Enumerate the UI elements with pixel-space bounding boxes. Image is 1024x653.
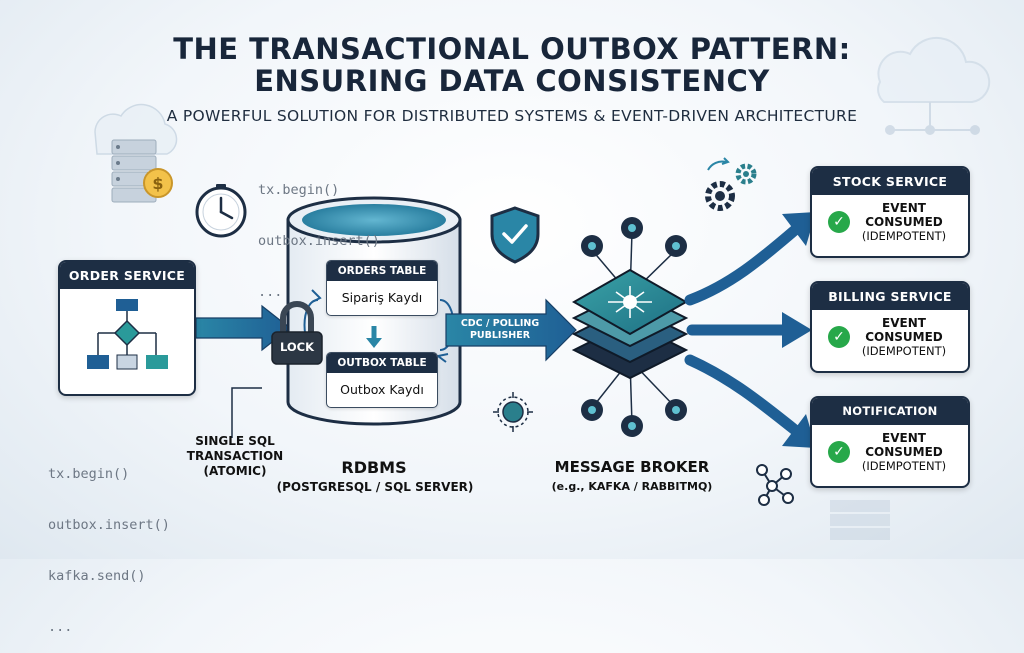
broker-label: MESSAGE BROKER: [554, 458, 710, 476]
orders-table-row: Sipariş Kaydı: [341, 290, 423, 305]
rdbms-label: RDBMS: [341, 458, 407, 477]
code-snippet-top: tx.begin() outbox.insert() ...: [258, 148, 380, 318]
notification-service-card: NOTIFICATION SERVICE ✓ EVENT CONSUMED (I…: [810, 396, 970, 488]
subtitle: A POWERFUL SOLUTION FOR DISTRIBUTED SYST…: [166, 107, 858, 125]
orders-table-title: ORDERS TABLE: [327, 261, 437, 281]
check-icon: ✓: [828, 326, 850, 348]
transaction-note-line: (ATOMIC): [203, 464, 267, 478]
stock-service-card: STOCK SERVICE ✓ EVENT CONSUMED (IDEMPOTE…: [810, 166, 970, 258]
event-status-line: EVENT: [882, 316, 926, 330]
billing-service-card: BILLING SERVICE ✓ EVENT CONSUMED (IDEMPO…: [810, 281, 970, 373]
shield-check-icon: [490, 206, 540, 264]
check-icon: ✓: [828, 441, 850, 463]
lock-label: LOCK: [279, 340, 315, 354]
flowchart-icon: [87, 299, 168, 370]
code-line: ...: [258, 284, 283, 300]
svg-text:$: $: [152, 174, 163, 193]
graph-icon: [756, 464, 794, 506]
cloud-server-icon: [877, 36, 991, 135]
service-title: STOCK SERVICE: [812, 168, 968, 195]
arrow-head-billing: [782, 312, 812, 348]
arrow-head-stock: [782, 212, 816, 246]
transaction-note-line: TRANSACTION: [186, 449, 284, 463]
decorative-stack: [830, 500, 890, 540]
broker-node-icons: [581, 217, 687, 437]
gears-icon: [705, 157, 757, 211]
event-status-line: CONSUMED: [865, 330, 943, 344]
code-snippet-bottom: tx.begin() outbox.insert() kafka.send() …: [48, 432, 170, 653]
message-broker-stack: [571, 268, 689, 380]
outbox-table: OUTBOX TABLE Outbox Kaydı: [326, 352, 438, 408]
outbox-table-title: OUTBOX TABLE: [327, 353, 437, 373]
title-line-2: ENSURING DATA CONSISTENCY: [254, 64, 770, 98]
network-node-icon: [493, 392, 533, 432]
broker-sublabel: (e.g., KAFKA / RABBITMQ): [551, 480, 713, 493]
arrow-db-to-broker: [445, 298, 577, 362]
server-coin-icon: $: [94, 103, 178, 203]
broker-to-services-arrows: [684, 224, 801, 436]
transaction-note-line: SINGLE SQL: [195, 434, 275, 448]
publisher-label: CDC / POLLING PUBLISHER: [452, 318, 548, 342]
order-service-title: ORDER SERVICE: [60, 262, 194, 289]
event-status-line: CONSUMED: [865, 215, 943, 229]
event-status-line: (IDEMPOTENT): [861, 229, 947, 243]
outbox-table-row: Outbox Kaydı: [340, 382, 424, 397]
service-title: NOTIFICATION SERVICE: [812, 398, 968, 445]
event-status-line: (IDEMPOTENT): [861, 459, 947, 473]
event-status-line: CONSUMED: [865, 445, 943, 459]
event-status: EVENT CONSUMED (IDEMPOTENT): [850, 431, 958, 473]
event-status: EVENT CONSUMED (IDEMPOTENT): [850, 316, 958, 358]
event-status-line: EVENT: [882, 431, 926, 445]
publisher-label-line: PUBLISHER: [469, 330, 531, 341]
code-line: tx.begin(): [258, 182, 340, 198]
order-service-card: ORDER SERVICE: [58, 260, 196, 396]
title-line-1: THE TRANSACTIONAL OUTBOX PATTERN:: [173, 32, 851, 66]
service-title: BILLING SERVICE: [812, 283, 968, 310]
rdbms-sublabel: (POSTGRESQL / SQL SERVER): [276, 480, 474, 494]
code-line: outbox.insert(): [258, 233, 380, 249]
arrow-head-notification: [782, 414, 816, 448]
orders-table: ORDERS TABLE Sipariş Kaydı: [326, 260, 438, 316]
code-line: ...: [48, 619, 73, 635]
event-status-line: (IDEMPOTENT): [861, 344, 947, 358]
code-line: outbox.insert(): [48, 517, 170, 533]
lock-icon: [271, 301, 323, 365]
code-line: tx.begin(): [48, 466, 130, 482]
publisher-label-line: CDC / POLLING: [460, 318, 540, 329]
event-status: EVENT CONSUMED (IDEMPOTENT): [850, 201, 958, 243]
transaction-note: SINGLE SQL TRANSACTION (ATOMIC): [180, 434, 290, 479]
code-line: kafka.send(): [48, 568, 146, 584]
diagram-canvas: $: [94, 36, 991, 540]
check-icon: ✓: [828, 211, 850, 233]
clock-icon: [195, 184, 247, 238]
event-status-line: EVENT: [882, 201, 926, 215]
